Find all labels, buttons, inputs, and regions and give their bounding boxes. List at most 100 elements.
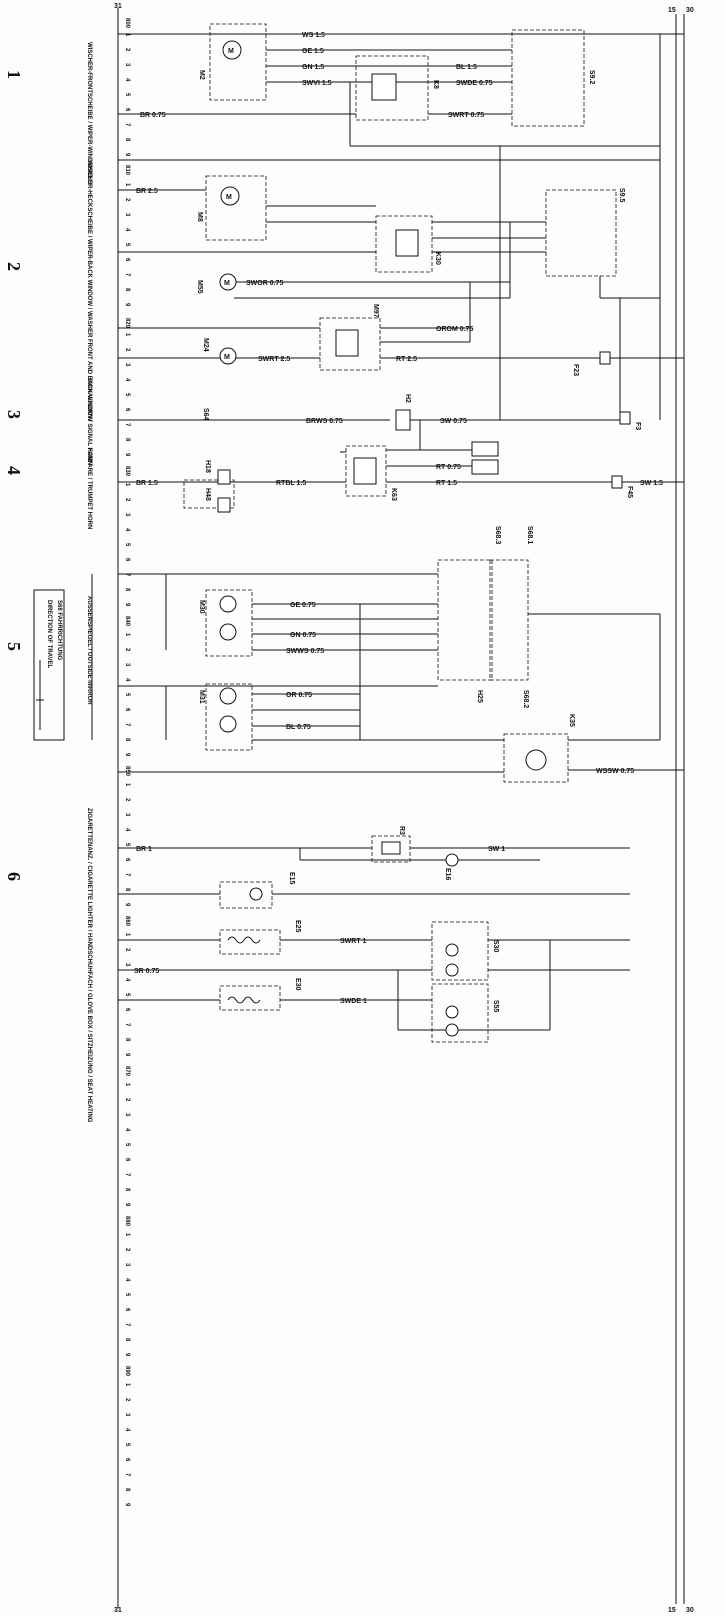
- ruler-tick: 2: [124, 48, 130, 52]
- box-R3: [371, 835, 411, 863]
- box-M8: [205, 175, 267, 241]
- comp-label-H2: H2: [404, 394, 411, 403]
- comp-label-H18: H18: [204, 460, 211, 473]
- direction-of-travel-box: S68 FAHRRICHTUNG DIRECTION OF TRAVEL: [33, 589, 65, 741]
- section-desc-2: WISCHER-HECKSCHEIBE / WIPER-BACK WINDOW …: [86, 160, 92, 421]
- comp-label-F23: F23: [572, 364, 579, 376]
- ruler-tick: 6: [124, 1458, 130, 1462]
- wire-label: BL 0.75: [286, 724, 311, 731]
- ruler-tick: 4: [124, 1278, 130, 1282]
- comp-label-S68.2: S68.2: [522, 690, 529, 708]
- comp-label-M2: M2: [198, 70, 205, 80]
- ruler-tick: 3: [124, 513, 130, 517]
- ruler-tick: 9: [124, 1503, 130, 1507]
- fuse-F45: [611, 475, 623, 489]
- wire-label: RTBL 1.5: [276, 480, 306, 487]
- section-desc-3: SIGNALHORN / SIGNAL HORN: [86, 378, 92, 465]
- horn-H18: [217, 469, 231, 485]
- grid-markers: 800 810 820 830 840 850 860 870 880 890: [124, 18, 130, 1377]
- box-K8: [355, 55, 429, 121]
- comp-label-M31: M31: [198, 690, 205, 704]
- ruler-tick: 5: [124, 243, 130, 247]
- box-M30: [205, 589, 253, 657]
- ruler-tick: 5: [124, 393, 130, 397]
- relay-K30: [395, 229, 419, 257]
- ruler-tick: 7: [124, 1323, 130, 1327]
- box-E15: [219, 881, 273, 909]
- ruler-tick: 9: [124, 153, 130, 157]
- comp-label-H48: H48: [204, 488, 211, 501]
- ruler-tick: 7: [124, 873, 130, 877]
- ruler-tick: 6: [124, 558, 130, 562]
- ruler-tick: 6: [124, 108, 130, 112]
- ruler-tick: 6: [124, 408, 130, 412]
- ruler-tick: 8: [124, 1038, 130, 1042]
- ruler-tick: 5: [124, 1443, 130, 1447]
- grid-marker-810: 810: [124, 165, 130, 176]
- ruler-tick: 3: [124, 1263, 130, 1267]
- grid-marker-830: 830: [124, 466, 130, 477]
- components: M M M M: [217, 40, 631, 1037]
- comp-label-S9.5: S9.5: [618, 188, 625, 203]
- comp-label-S68.1: S68.1: [526, 526, 533, 544]
- wire-label: RT 1.5: [436, 480, 457, 487]
- ruler-tick: 7: [124, 1473, 130, 1477]
- wire-label: BR 1: [136, 846, 152, 853]
- ruler-tick: 1: [124, 1233, 130, 1237]
- wire-label: BL 1.5: [456, 64, 477, 71]
- comp-label-E25: E25: [294, 920, 301, 933]
- ruler-tick: 3: [124, 213, 130, 217]
- ruler-tick: 3: [124, 963, 130, 967]
- section-desc-5: AUSSENSPIEGEL / OUTSIDE MIRROR: [86, 596, 92, 705]
- ruler-tick: 6: [124, 258, 130, 262]
- grid-marker-870: 870: [124, 1066, 130, 1077]
- wire-label: GE 0.75: [290, 602, 316, 609]
- ruler-tick: 2: [124, 498, 130, 502]
- ruler-tick: 1: [124, 183, 130, 187]
- lamp-S30-b: [445, 963, 459, 977]
- box-E30: [219, 985, 281, 1011]
- fuse-block-b: [471, 459, 499, 475]
- ruler-tick: 6: [124, 1008, 130, 1012]
- ruler-tick: 2: [124, 948, 130, 952]
- ruler-tick: 1: [124, 1383, 130, 1387]
- ruler-tick: 8: [124, 1188, 130, 1192]
- wire-label: BR 0.75: [140, 112, 166, 119]
- box-S9.2: [511, 29, 585, 127]
- grid-marker-840: 840: [124, 616, 130, 627]
- lamp-S55-b: [445, 1023, 459, 1037]
- ruler-tick: 9: [124, 1203, 130, 1207]
- ruler-tick: 8: [124, 438, 130, 442]
- ruler-tick: 2: [124, 198, 130, 202]
- section-number-1: 1: [4, 70, 24, 79]
- comp-label-M97: M97: [372, 304, 379, 318]
- comp-label-K30: K30: [434, 252, 441, 265]
- fuse-F3: [619, 411, 631, 425]
- box-S30: [431, 921, 489, 981]
- wire-label: SR 0.75: [134, 968, 159, 975]
- bus-label-top-15: 15: [668, 7, 676, 14]
- ruler-tick: 4: [124, 828, 130, 832]
- box-M2: [209, 23, 267, 101]
- box-S55: [431, 983, 489, 1043]
- ruler-ticks: 1234567891234567891234567891234567891234…: [124, 33, 130, 1507]
- ruler-tick: 1: [124, 933, 130, 937]
- ruler-tick: 7: [124, 423, 130, 427]
- box-S68.3: [437, 559, 493, 681]
- ruler-tick: 4: [124, 1428, 130, 1432]
- ruler-tick: 7: [124, 123, 130, 127]
- wire-label: SWRT 2.5: [258, 356, 290, 363]
- comp-label-E16: E16: [444, 868, 451, 881]
- comp-label-E15: E15: [288, 872, 295, 885]
- ruler-tick: 8: [124, 288, 130, 292]
- motor-M55: [219, 273, 237, 291]
- bus-label-bottom-30: 30: [686, 1607, 694, 1614]
- comp-label-K63: K63: [390, 488, 397, 501]
- ruler-tick: 7: [124, 573, 130, 577]
- grid-marker-820: 820: [124, 318, 130, 329]
- ruler-tick: 4: [124, 78, 130, 82]
- ruler-tick: 5: [124, 1143, 130, 1147]
- horn-H48: [217, 497, 231, 513]
- comp-label-S64: S64: [202, 408, 209, 421]
- grid-marker-880: 880: [124, 1216, 130, 1227]
